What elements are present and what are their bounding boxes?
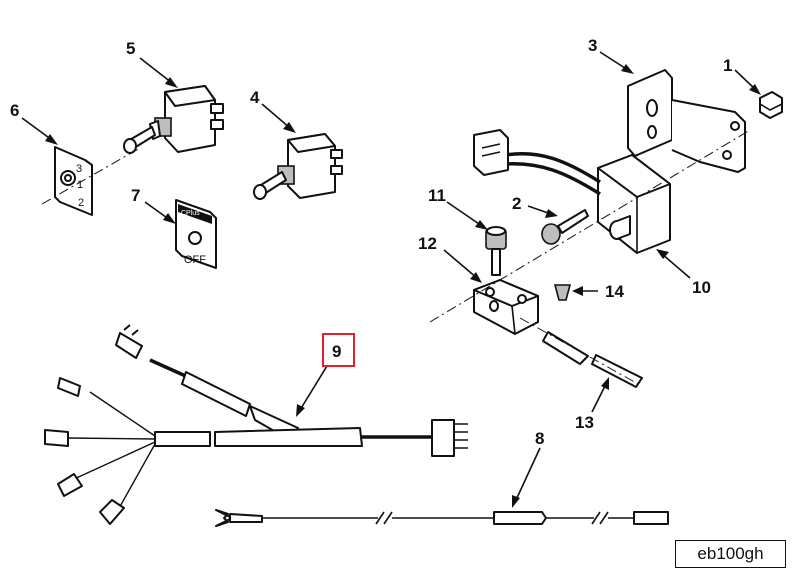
figure-code-label: eb100gh — [675, 540, 786, 568]
part-2-screw — [541, 209, 589, 245]
callout-4: 4 — [250, 88, 260, 107]
placard-brand-text: CPlus — [181, 210, 200, 217]
part-14-set-screw — [553, 284, 572, 301]
part-4-toggle-switch — [253, 133, 343, 200]
callout-6: 6 — [10, 101, 19, 120]
callout-10: 10 — [692, 278, 711, 297]
plate-pos-2: 2 — [78, 197, 84, 209]
part-5-toggle-switch — [123, 85, 224, 154]
callout-7: 7 — [131, 186, 140, 205]
centerline-pins — [519, 317, 641, 386]
callout-12: 12 — [418, 234, 437, 253]
leader-arrows — [21, 51, 761, 508]
callout-13: 13 — [575, 413, 594, 432]
callout-3: 3 — [588, 36, 597, 55]
callout-9-highlight — [322, 333, 355, 367]
part-1-nut — [759, 91, 783, 119]
part-7-placard: CPlus OFF — [175, 199, 217, 269]
part-8-jumper-lead — [215, 509, 669, 527]
part-12-clamp-block — [473, 279, 539, 335]
centerline-right — [429, 129, 751, 323]
part-3-bracket — [627, 69, 746, 173]
callout-14: 14 — [605, 282, 624, 301]
part-9-wiring-harness — [44, 324, 468, 525]
part-10-sensor-block — [473, 129, 671, 254]
part-13-pins — [542, 331, 643, 388]
callout-8: 8 — [535, 429, 544, 448]
plate-pos-1: 1 — [77, 179, 83, 191]
figure-code-text: eb100gh — [697, 544, 764, 563]
callout-11: 11 — [428, 186, 446, 205]
callout-9: 9 — [332, 342, 341, 361]
callout-2: 2 — [512, 194, 521, 213]
part-11-cap-screw — [485, 226, 507, 276]
centerline-left — [41, 147, 141, 205]
placard-off-text: OFF — [184, 254, 206, 266]
plate-pos-3: 3 — [76, 163, 82, 175]
callout-1: 1 — [723, 56, 732, 75]
part-6-switch-plate: 3 1 2 — [54, 146, 93, 216]
callout-5: 5 — [126, 39, 135, 58]
